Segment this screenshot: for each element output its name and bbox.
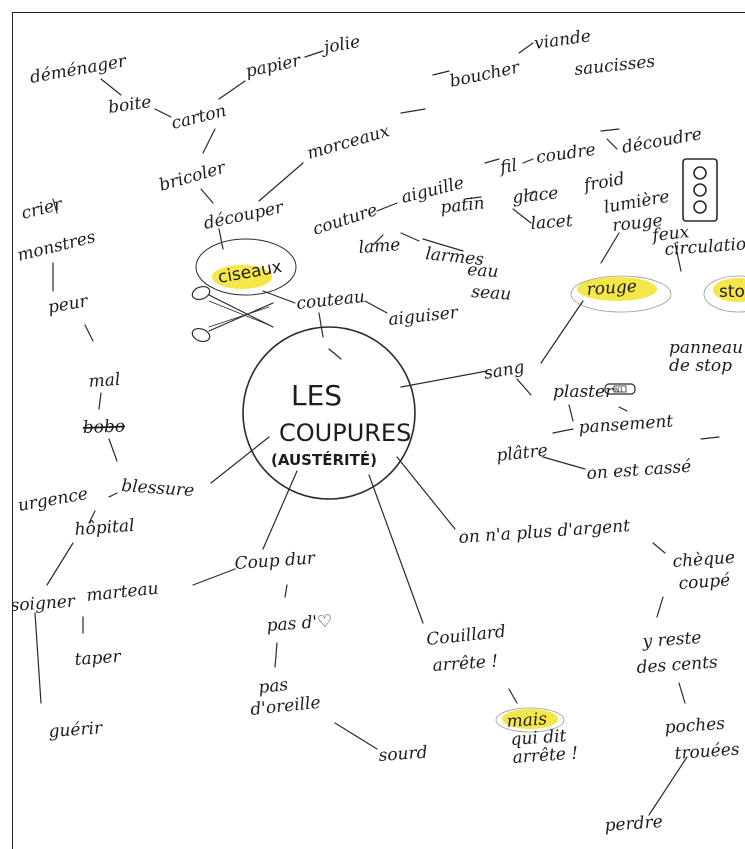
word-patin: patin	[439, 193, 485, 218]
word-fil: fil	[497, 156, 518, 178]
word-demenager: déménager	[28, 51, 128, 88]
mind-map-canvas: LES COUPURES (AUSTÉRITÉ) N1 déménager bo…	[13, 26, 745, 836]
word-lacet: lacet	[530, 211, 573, 234]
word-taper: taper	[74, 647, 122, 670]
word-bobo: bobo	[82, 417, 125, 438]
word-qui-dit: qui dit	[510, 726, 567, 750]
center-line3: (AUSTÉRITÉ)	[271, 450, 377, 469]
word-peur: peur	[46, 291, 90, 318]
word-pansement: pansement	[578, 411, 674, 438]
word-sourd: sourd	[378, 743, 428, 766]
word-aiguiser: aiguiser	[387, 303, 459, 330]
mind-map-sheet: LES COUPURES (AUSTÉRITÉ) N1 déménager bo…	[12, 12, 745, 849]
word-saucisses: saucisses	[573, 52, 656, 80]
word-couture: couture	[310, 200, 380, 240]
traffic-light-icon	[682, 158, 718, 222]
word-boucher: boucher	[448, 57, 522, 91]
word-couteau: couteau	[295, 287, 365, 314]
word-marteau: marteau	[85, 579, 159, 606]
word-sang: sang	[482, 357, 526, 384]
word-cheque: chèque	[672, 548, 736, 572]
word-lame: lame	[358, 235, 401, 258]
word-coup-dur: Coup dur	[234, 548, 317, 574]
word-jolie: jolie	[318, 32, 361, 59]
word-mais: mais	[506, 709, 548, 732]
word-froid: froid	[580, 169, 626, 196]
scissors-icon	[191, 285, 274, 343]
highlight-mais	[502, 709, 558, 729]
word-urgence: urgence	[16, 484, 89, 516]
word-papier: papier	[244, 51, 303, 82]
word-on-est-casse: on est cassé	[586, 457, 692, 484]
highlight-rouge	[577, 277, 657, 301]
center-circle	[242, 326, 416, 500]
word-decouper: découper	[202, 197, 286, 234]
word-carton: carton	[169, 101, 228, 134]
word-y-reste: y reste	[641, 628, 702, 652]
word-arrete-2: arrête !	[512, 743, 579, 768]
word-seau: seau	[471, 282, 512, 305]
word-viande: viande	[533, 26, 592, 54]
word-de-stop: de stop	[669, 356, 732, 376]
word-plus-argent: on n'a plus d'argent	[458, 516, 631, 548]
word-panneau: panneau	[669, 338, 743, 358]
bandage-tag: N1	[615, 387, 623, 394]
bandage-icon: N1	[604, 383, 636, 395]
center-line1: LES	[291, 379, 342, 412]
connector-lines	[34, 42, 720, 816]
word-platre: plâtre	[495, 441, 548, 466]
word-crier: crier	[19, 194, 65, 224]
highlight-ciseaux	[212, 265, 272, 289]
word-glace: glace	[511, 183, 559, 208]
center-line2: COUPURES	[279, 419, 411, 447]
word-eau: eau	[467, 260, 499, 282]
word-arrete: arrête !	[432, 651, 499, 676]
word-bricoler: bricoler	[157, 158, 229, 196]
word-decoudre: découdre	[620, 124, 703, 158]
word-stop: stop	[719, 282, 745, 302]
word-trouees: trouées	[674, 739, 740, 764]
word-soigner: soigner	[13, 591, 76, 616]
word-mal: mal	[88, 370, 121, 392]
word-poches: poches	[664, 714, 726, 738]
word-pas-de-coeur: pas d'♡	[266, 611, 333, 636]
word-coupe: coupé	[678, 570, 731, 594]
circle-stop	[703, 275, 745, 313]
word-perdre: perdre	[604, 812, 663, 836]
word-hopital: hôpital	[74, 516, 135, 540]
word-blessure: blessure	[121, 476, 195, 501]
word-plaster: plaster	[553, 382, 614, 402]
word-feux: feux	[649, 222, 690, 246]
circle-ciseaux	[195, 238, 297, 296]
circle-rouge	[570, 275, 672, 313]
word-coudre: coudre	[535, 140, 597, 168]
word-couillard: Couillard	[425, 622, 506, 650]
word-pas: pas	[257, 675, 289, 698]
circle-mais	[495, 707, 565, 733]
highlight-stop	[713, 278, 745, 302]
word-morceaux: morceaux	[305, 121, 392, 164]
word-monstres: monstres	[15, 227, 98, 266]
word-des-cents: des cents	[636, 652, 719, 678]
word-boite: boite	[107, 92, 153, 118]
word-guerir: guérir	[48, 718, 104, 742]
word-rouge: rouge	[586, 277, 638, 300]
